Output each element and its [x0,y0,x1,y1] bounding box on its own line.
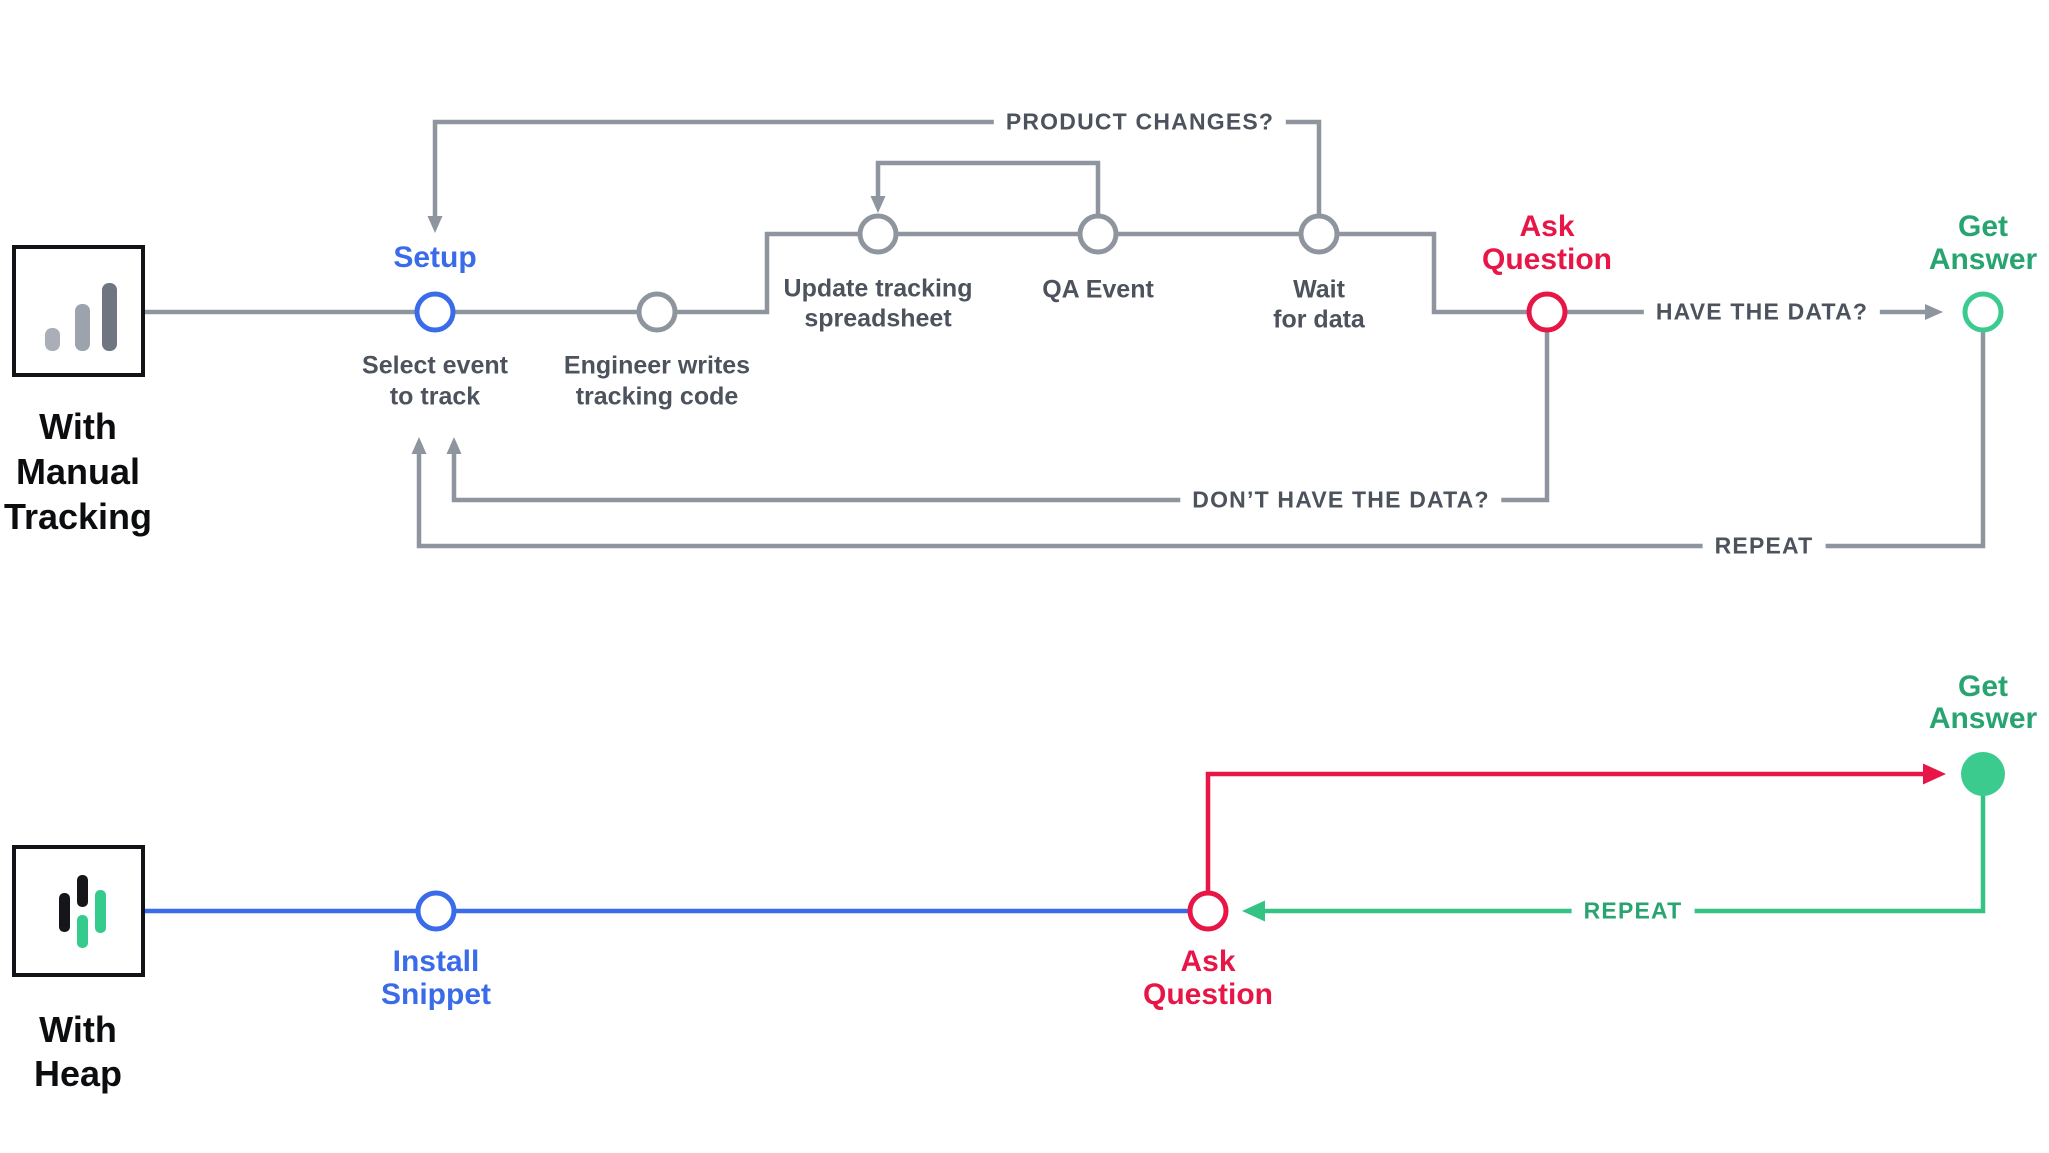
heap-source-label-line1: With [39,1009,117,1050]
wait-node [1298,213,1340,255]
qa-retry-arrowhead-icon [870,196,886,213]
heap-logo-icon-right-bar [95,890,106,933]
ask-question-title-line1: Ask [1519,210,1575,243]
heap-answer-arrowhead-icon [1923,763,1946,785]
heap-repeat-arrowhead-icon [1242,900,1265,922]
heap-repeat-edge-label: REPEAT [1571,895,1695,927]
setup-node [414,291,456,333]
heap-source-box [12,845,145,977]
heap-source-label-line2: Heap [33,1053,123,1094]
ask-question-node [1526,291,1568,333]
heap-logo-icon-left-bar [59,893,70,932]
flow-nodes [414,213,2005,932]
heap-ask-question-title-line1: Ask [1180,945,1236,978]
manual-repeat-edge-label: REPEAT [1702,530,1826,562]
manual-source-label-line1: With [39,406,117,447]
setup-node-desc-line2: to track [389,382,481,411]
bar-chart-icon-mid-bar [75,304,90,351]
manual-flow-lines [145,119,1986,549]
bar-chart-icon-small-bar [45,328,60,351]
heap-flow-lines [145,763,1986,922]
engineer-node-desc-line2: tracking code [575,382,739,411]
product-changes-loop-line [432,119,1322,216]
wait-node-desc-line1: Wait [1293,275,1345,304]
setup-node-title: Setup [393,241,477,274]
heap-ask-question-title-line2: Question [1142,978,1274,1011]
heap-logo-icon-center-bottom-bar [77,915,88,948]
heap-get-answer-node [1961,752,2005,796]
manual-source-label-line3: Tracking [3,496,153,537]
manual-source-label-line2: Manual [15,451,141,492]
engineer-node [636,291,678,333]
product-changes-arrowhead-icon [427,216,443,233]
qa-retry-loop-line [875,160,1101,216]
heap-ask-question-node [1187,890,1229,932]
manual-tracking-source-box [12,245,145,377]
ask-question-title-line2: Question [1481,243,1613,276]
install-snippet-title-line2: Snippet [381,978,491,1011]
update-node-desc-line2: spreadsheet [804,304,952,333]
get-answer-title-line1: Get [1957,210,2009,243]
dont-have-data-edge-label: DON’T HAVE THE DATA? [1180,484,1502,516]
setup-node-desc-line1: Select event [362,351,508,380]
have-data-arrowhead-icon [1925,304,1943,320]
install-snippet-node [415,890,457,932]
engineer-node-desc-line1: Engineer writes [563,351,751,380]
dont-have-data-loop-line [451,330,1550,503]
dont-have-data-arrowhead-icon [446,437,462,454]
manual-repeat-loop-line [416,330,1986,549]
have-data-edge-label: HAVE THE DATA? [1643,296,1881,328]
install-snippet-title-line1: Install [392,945,480,978]
bar-chart-icon-tall-bar [102,283,117,351]
get-answer-title-line2: Answer [1928,243,2038,276]
update-node [857,213,899,255]
heap-ask-to-answer-line [1205,771,1924,893]
wait-node-desc-line2: for data [1273,305,1365,334]
qa-node-desc: QA Event [1042,275,1154,304]
product-changes-edge-label: PRODUCT CHANGES? [993,106,1287,138]
heap-repeat-line [1264,792,1986,914]
qa-node [1077,213,1119,255]
heap-get-answer-title-line1: Get [1957,670,2009,703]
manual-repeat-arrowhead-icon [411,437,427,454]
heap-logo-icon-center-top-bar [77,875,88,907]
get-answer-node [1962,291,2004,333]
heap-get-answer-title-line2: Answer [1928,702,2038,735]
update-node-desc-line1: Update tracking [783,274,973,303]
